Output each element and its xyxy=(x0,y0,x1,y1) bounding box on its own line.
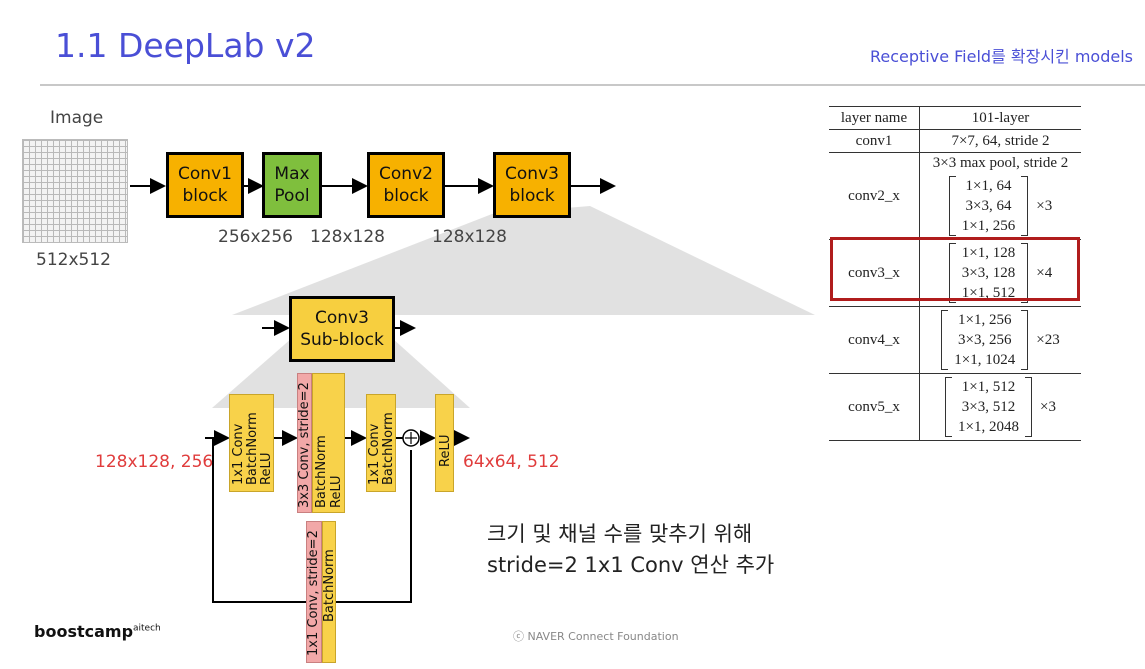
conv4-name: conv4_x xyxy=(829,306,920,374)
size-after-pool: 128x128 xyxy=(310,227,385,247)
conv3-name: conv3_x xyxy=(829,239,920,307)
shortcut-text2: BatchNorm xyxy=(322,549,337,622)
page-subtitle: Receptive Field를 확장시킨 models xyxy=(869,47,1133,66)
conv1-block-line1: Conv1 xyxy=(178,164,232,184)
pool-spec: 3×3 max pool, stride 2 xyxy=(932,154,1069,171)
conv1-block-line2: block xyxy=(182,186,228,206)
bar-3x3-bn-relu: BatchNorm ReLU xyxy=(312,373,345,513)
table-header-layer-name: layer name xyxy=(829,106,920,130)
image-size-label: 512x512 xyxy=(36,250,111,270)
bar-3x3-conv-stride2: 3x3 Conv, stride=2 xyxy=(297,373,312,513)
max-pool-line2: Pool xyxy=(274,186,310,206)
subblock-input-label: 128x128, 256 xyxy=(95,452,214,472)
conv1-spec: 7×7, 64, stride 2 xyxy=(919,129,1081,153)
shortcut-text1: 1x1 Conv, stride=2 xyxy=(306,530,321,656)
bar2-text2: BatchNorm xyxy=(314,435,329,508)
resnet101-table: layer name 101-layer conv1 7×7, 64, stri… xyxy=(829,106,1081,441)
conv3-block-line2: block xyxy=(509,186,555,206)
conv3-block-line1: Conv3 xyxy=(505,164,559,184)
subblock-output-label: 64x64, 512 xyxy=(463,452,560,472)
projection-upper xyxy=(232,206,815,315)
shortcut-bn: BatchNorm xyxy=(322,521,337,663)
subblock-line2: Sub-block xyxy=(300,330,384,350)
table-row-conv1: conv1 7×7, 64, stride 2 xyxy=(829,129,1081,153)
bar-1x1-conv-bn: 1x1 Conv BatchNorm xyxy=(366,394,396,492)
conv2-block-line2: block xyxy=(383,186,429,206)
max-pool-line1: Max xyxy=(274,164,310,184)
subblock-line1: Conv3 xyxy=(315,308,369,328)
conv3-highlight-box xyxy=(830,237,1080,301)
footer-copyright: ⓒ NAVER Connect Foundation xyxy=(513,630,679,643)
input-image-grid xyxy=(22,139,128,243)
size-after-conv2: 128x128 xyxy=(432,227,507,247)
table-header-101-layer: 101-layer xyxy=(919,106,1081,130)
bar3-text1: 1x1 Conv xyxy=(367,423,382,485)
boostcamp-logo: boostcampaitech xyxy=(34,622,161,641)
bar1-text1: 1x1 Conv xyxy=(231,423,246,485)
bar1-text2: BatchNorm xyxy=(245,412,260,485)
bar1-text3: ReLU xyxy=(259,452,274,485)
note-line2: stride=2 1x1 Conv 연산 추가 xyxy=(487,553,775,577)
bar2-text1: 3x3 Conv, stride=2 xyxy=(297,382,312,508)
bar4-text1: ReLU xyxy=(438,434,453,467)
conv1-name: conv1 xyxy=(829,129,920,153)
header-divider xyxy=(40,84,1145,86)
note-line1: 크기 및 채널 수를 맞추기 위해 xyxy=(487,522,753,546)
size-after-conv1: 256x256 xyxy=(218,227,293,247)
bar-relu: ReLU xyxy=(435,394,454,492)
table-row-pool: conv2_x 3×3 max pool, stride 2 xyxy=(829,152,1081,240)
bar-1x1-conv-bn-relu: 1x1 Conv BatchNorm ReLU xyxy=(229,394,274,492)
table-header-row: layer name 101-layer xyxy=(829,106,1081,130)
conv5-name: conv5_x xyxy=(829,373,920,441)
page-title: 1.1 DeepLab v2 xyxy=(55,26,316,65)
shortcut-1x1-conv-stride2: 1x1 Conv, stride=2 xyxy=(306,521,322,663)
bar2-text3: ReLU xyxy=(329,475,344,508)
conv2-block-line1: Conv2 xyxy=(379,164,433,184)
bar3-text2: BatchNorm xyxy=(381,412,396,485)
image-label: Image xyxy=(50,108,104,128)
conv2-name: conv2_x xyxy=(829,152,920,240)
